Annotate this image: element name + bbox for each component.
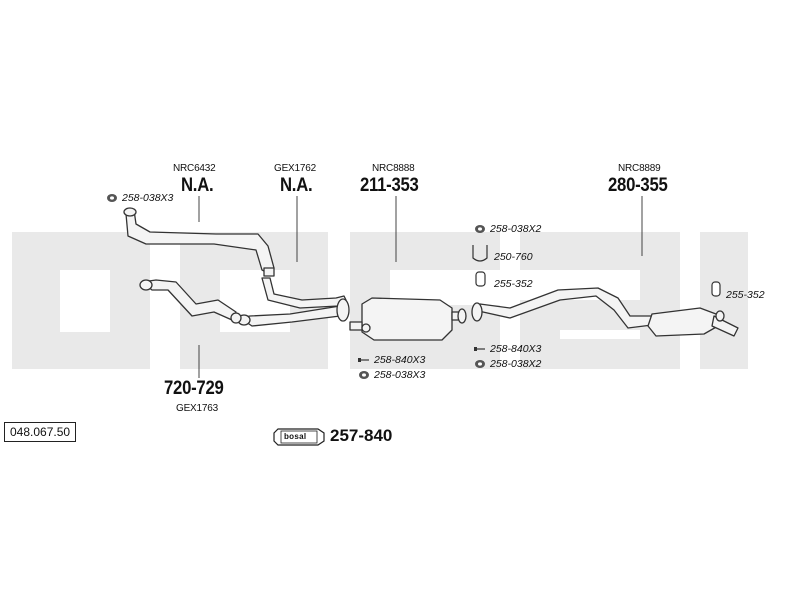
ref-label: 258-840X3 xyxy=(490,343,542,355)
kit-box-icon xyxy=(273,428,325,446)
part-number-nrc6432: N.A. xyxy=(181,175,214,196)
silencer-nrc8888 xyxy=(361,297,453,341)
catalog-number: 048.067.50 xyxy=(4,422,77,442)
kit-number: 257-840 xyxy=(330,426,393,445)
part-number-nrc8889: 280-355 xyxy=(608,175,668,196)
rubber-mount-icon xyxy=(475,271,486,287)
oe-code-gex1762: GEX1762 xyxy=(274,163,316,174)
ref-label: 258-840X3 xyxy=(374,354,426,366)
ref-gasket-4: 258-038X2 xyxy=(474,358,541,370)
ref-mount-1: 255-352 xyxy=(494,278,533,290)
part-number-nrc8888: 211-353 xyxy=(360,175,419,196)
ref-clamp: 250-760 xyxy=(494,251,533,263)
oe-code-gex1763: GEX1763 xyxy=(176,403,218,414)
ref-bolt-2: 258-840X3 xyxy=(474,343,541,355)
leader-lines xyxy=(198,196,643,378)
bolt-icon xyxy=(358,358,369,362)
ref-label: 258-038X3 xyxy=(374,369,426,381)
ref-gasket-3: 258-038X3 xyxy=(358,369,425,381)
ref-mount-2: 255-352 xyxy=(726,289,765,301)
ref-bolt-1: 258-840X3 xyxy=(358,354,425,366)
part-number-gex1763: 720-729 xyxy=(164,378,224,399)
u-clamp-icon xyxy=(472,245,488,262)
gasket-icon xyxy=(475,360,485,368)
rubber-mount-icon-2 xyxy=(711,281,721,297)
kit-logo: bosal xyxy=(284,432,307,441)
oe-code-nrc6432: NRC6432 xyxy=(173,163,216,174)
oe-code-nrc8889: NRC8889 xyxy=(618,163,661,174)
bolt-icon xyxy=(474,347,485,351)
gasket-icon xyxy=(107,194,117,202)
ref-gasket-1: 258-038X3 xyxy=(106,192,173,204)
ref-label: 258-038X2 xyxy=(490,358,542,370)
oe-code-nrc8888: NRC8888 xyxy=(372,163,415,174)
rear-silencer xyxy=(647,307,719,337)
pipe-gex1762 xyxy=(261,277,347,309)
ref-gasket-2: 258-038X2 xyxy=(474,223,541,235)
part-number-gex1762: N.A. xyxy=(280,175,313,196)
ref-label: 258-038X3 xyxy=(122,192,174,204)
gasket-icon xyxy=(359,371,369,379)
ref-label: 258-038X2 xyxy=(490,223,542,235)
gasket-icon xyxy=(475,225,485,233)
